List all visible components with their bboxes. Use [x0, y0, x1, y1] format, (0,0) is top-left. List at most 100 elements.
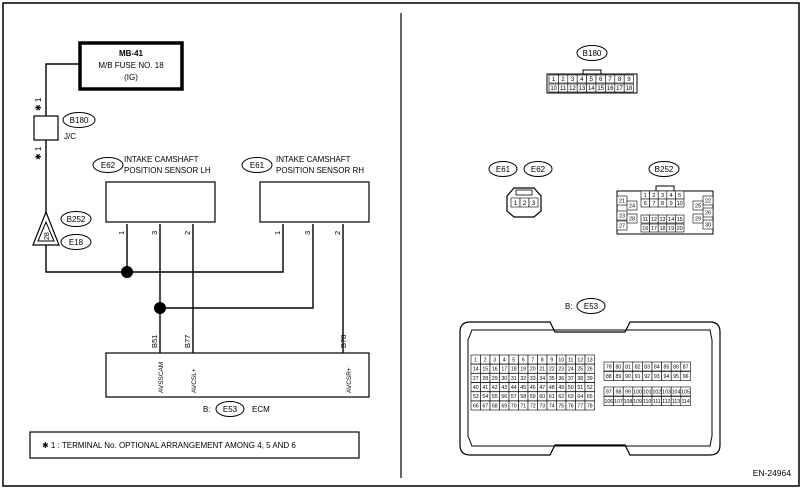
e53-pin-40: 40: [473, 385, 479, 391]
e53-pin-44: 44: [511, 385, 517, 391]
e53-pin-102: 102: [652, 389, 661, 395]
e53-pin-29: 29: [492, 376, 498, 382]
e53-pin-64: 64: [577, 394, 583, 400]
ecm-signal-avcsr: AVCSR+: [346, 367, 353, 393]
e53-pin-5: 5: [512, 357, 515, 363]
e53-pin-48: 48: [549, 385, 555, 391]
b180-pin-8: 8: [618, 77, 622, 83]
b252-pin-2: 2: [652, 193, 655, 199]
e53-pin-61: 61: [549, 394, 555, 400]
jc-connector-label: B180: [70, 116, 89, 125]
b252-connector-label: B252: [67, 215, 86, 224]
b180-pin-17: 17: [616, 86, 623, 92]
e61-face-oval: [488, 161, 518, 177]
e53-pin-92: 92: [644, 374, 650, 380]
b180-pin-18-cell: [623, 83, 634, 93]
b252-pin-24-cell: [626, 200, 638, 211]
star-label-bottom: ✱ 1: [34, 146, 43, 160]
e53-pin-41: 41: [482, 385, 488, 391]
e53-pin-26: 26: [587, 367, 593, 373]
e53-pin-109: 109: [633, 399, 642, 405]
wire-fuse-jc: [45, 63, 80, 116]
splice-dot-1: [121, 266, 133, 278]
b180-pin-4: 4: [580, 77, 584, 83]
e53-pin-15: 15: [482, 367, 488, 373]
e53-pin-60: 60: [539, 394, 545, 400]
b252-pin-6: 6: [644, 201, 647, 207]
e53-pin-82: 82: [635, 364, 641, 370]
e53-pin-73: 73: [539, 403, 545, 409]
e53-pin-38: 38: [577, 376, 583, 382]
sensor-rh-connector-oval: [241, 157, 273, 173]
e53-pin-105: 105: [681, 389, 690, 395]
e53-pin-16: 16: [492, 367, 498, 373]
e53-pin-74: 74: [549, 403, 555, 409]
sensor-pin-3-cell: [528, 197, 539, 208]
ecm-signal-avcsl: AVCSL+: [191, 368, 198, 393]
e53-pin-95: 95: [673, 374, 679, 380]
b252-pin-15-cell: [675, 214, 685, 224]
e53-pin-99: 99: [625, 389, 631, 395]
sensor-lh-pin-1: 1: [117, 231, 126, 235]
e53-pin-34: 34: [539, 376, 545, 382]
sensor-rh-name1: INTAKE CAMSHAFT: [276, 155, 351, 164]
e53-pin-96: 96: [683, 374, 689, 380]
e18-connector-oval: [60, 234, 92, 250]
sensor-rh-pin-3: 3: [303, 231, 312, 235]
fuse-line2: M/B FUSE NO. 18: [98, 61, 164, 70]
e53-pin-80: 80: [616, 364, 622, 370]
e53-pin-22: 22: [549, 367, 555, 373]
e53-pin-63: 63: [568, 394, 574, 400]
b252-pin-26: 26: [705, 210, 711, 216]
ecm-box: [105, 352, 370, 398]
e53-pin-54: 54: [482, 394, 488, 400]
e53-pin-27: 27: [473, 376, 479, 382]
e53-pin-106: 106: [604, 399, 613, 405]
b252-face-label: B252: [655, 165, 674, 174]
b252-pin-30: 30: [705, 222, 711, 228]
e53-pin-9: 9: [550, 357, 553, 363]
e53-pin-87: 87: [683, 364, 689, 370]
e53-pin-35: 35: [549, 376, 555, 382]
b180-pin-3: 3: [571, 77, 575, 83]
fuse-line1: MB-41: [119, 49, 144, 58]
fuse-line3: (IG): [124, 73, 138, 82]
e53-pin-114: 114: [681, 399, 689, 405]
e53-pin-65: 65: [587, 394, 593, 400]
b180-pin-12: 12: [569, 86, 576, 92]
e53-pin-39: 39: [587, 376, 593, 382]
e53-pin-1: 1: [474, 357, 477, 363]
e53-pin-81: 81: [625, 364, 631, 370]
e53-pin-42: 42: [492, 385, 498, 391]
wire-shield-bus: [159, 224, 314, 309]
e53-pin-66: 66: [473, 403, 479, 409]
wires: [45, 63, 344, 353]
b252-pin-10-cell: [675, 198, 685, 208]
ground-terminal-symbol: 28: [32, 210, 60, 246]
b252-pin-13: 13: [659, 217, 665, 223]
e53-pin-86: 86: [673, 364, 679, 370]
e53-pin-111: 111: [653, 399, 661, 405]
e53-pin-87-cell: [680, 361, 691, 372]
e53-pin-90: 90: [625, 374, 631, 380]
e53-pin-69: 69: [501, 403, 507, 409]
e53-face-prefix: B:: [565, 302, 573, 311]
sensor-rh-connector: E61: [250, 161, 265, 170]
e53-pin-79: 79: [606, 364, 612, 370]
e53-pin-113: 113: [672, 399, 680, 405]
e53-pin-32: 32: [520, 376, 526, 382]
e53-pin-96-cell: [680, 371, 691, 381]
b180-pin-14: 14: [588, 86, 595, 92]
b252-pin-28-cell: [626, 213, 638, 224]
e53-pin-77: 77: [577, 403, 583, 409]
splice-dot-2: [154, 302, 166, 314]
b252-pin-14: 14: [668, 217, 674, 223]
b180-pin-2: 2: [561, 77, 565, 83]
b252-pin-5: 5: [678, 193, 681, 199]
e53-pin-71: 71: [520, 403, 526, 409]
b252-face-oval: [648, 161, 680, 177]
b252-pin-3: 3: [661, 193, 664, 199]
e53-pin-78-cell: [584, 400, 595, 411]
